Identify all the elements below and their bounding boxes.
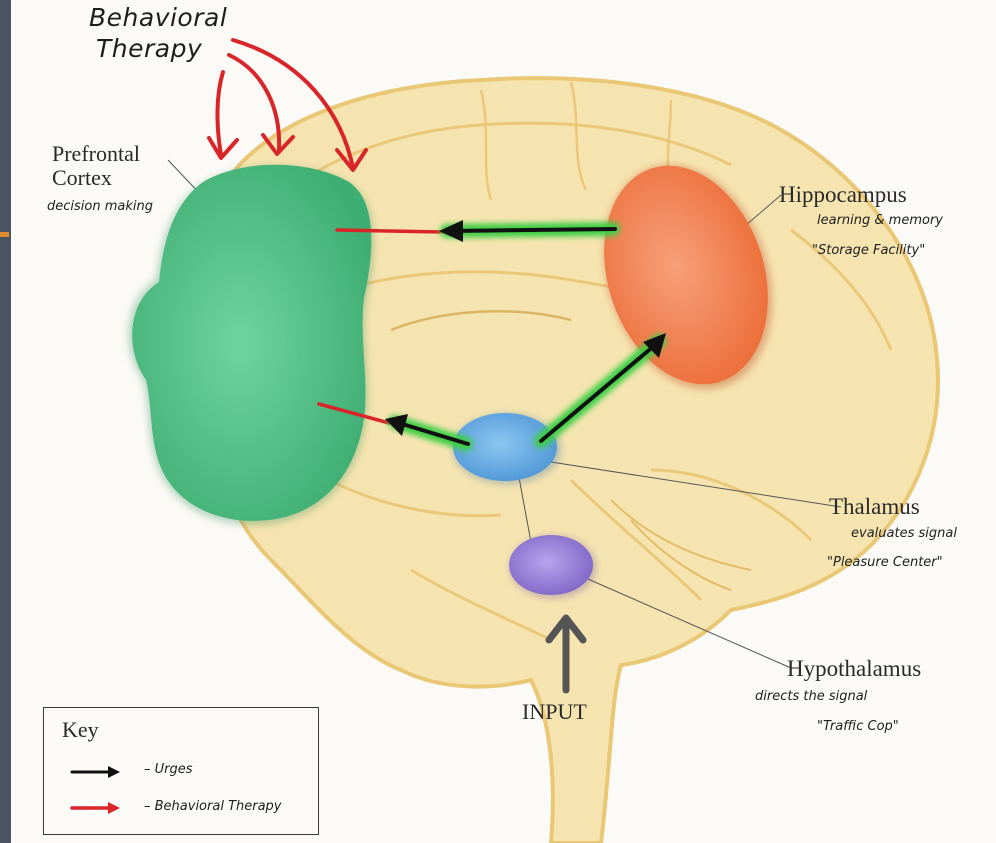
hippocampus-description: learning & memory [817,214,943,229]
thalamus-role: "Pleasure Center" [827,556,943,571]
hypothalamus-description: directs the signal [755,690,867,705]
hippocampus-label: Hippocampus [779,183,907,207]
legend-title: Key [62,718,99,741]
title-line-1: Behavioral [89,4,227,33]
hypothalamus-label: Hypothalamus [787,657,921,681]
urges-swatch-icon [64,761,130,783]
legend-therapy-label: – Behavioral Therapy [144,800,282,815]
title-line-2: Therapy [96,35,202,64]
therapy-swatch-icon [64,797,130,819]
diagram-canvas: Behavioral Therapy Prefrontal Cortex dec… [11,0,996,843]
prefrontal-cortex-description: decision making [47,200,153,215]
legend-box: Key – Urges – Behavioral Therapy [43,707,319,835]
thalamus-description: evaluates signal [851,527,957,542]
prefrontal-cortex-label-line2: Cortex [52,166,112,189]
prefrontal-cortex-region [128,165,373,525]
input-label: INPUT [522,700,587,723]
prefrontal-cortex-label-line1: Prefrontal [52,142,140,165]
accent-marker [0,232,9,237]
thalamus-label: Thalamus [829,495,920,519]
legend-urges-label: – Urges [144,763,193,778]
hypothalamus-role: "Traffic Cop" [817,720,899,735]
hippocampus-role: "Storage Facility" [812,244,925,259]
